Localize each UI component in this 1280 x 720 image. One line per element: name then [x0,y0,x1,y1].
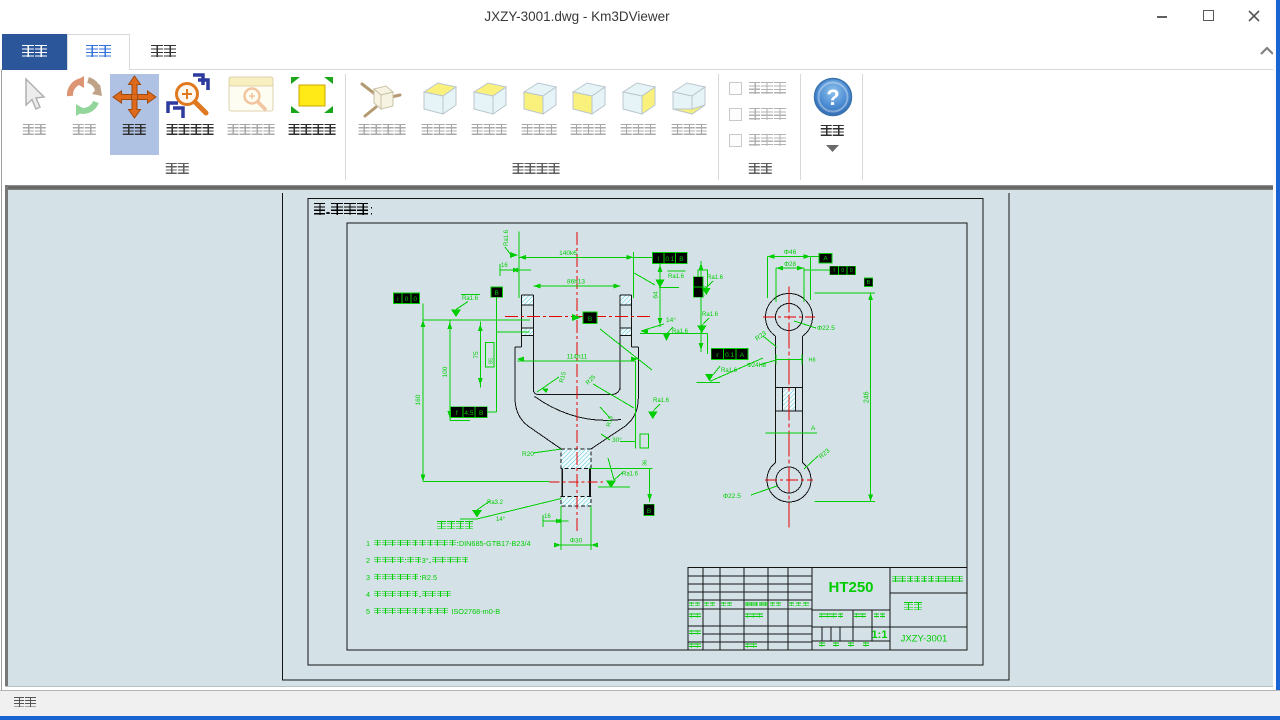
svg-text:R23: R23 [818,447,832,460]
svg-text:Ra1.6: Ra1.6 [504,229,510,246]
svg-text:1:1: 1:1 [872,629,888,641]
svg-text:Φ30: Φ30 [570,538,583,545]
svg-text:Ra1.6: Ra1.6 [653,398,670,404]
svg-text:l: l [658,256,660,263]
svg-text:r: r [716,352,719,359]
svg-text:0: 0 [413,296,417,303]
svg-text:Ra1.6: Ra1.6 [462,296,479,302]
svg-text:?: ? [826,85,839,110]
svg-text:64: 64 [701,291,707,297]
svg-text:16: 16 [544,514,551,520]
svg-text:64: 64 [653,291,660,299]
svg-text:0: 0 [405,296,409,303]
svg-text:B: B [479,410,483,417]
svg-text:B: B [647,508,651,515]
svg-text:0.1: 0.1 [665,256,674,263]
svg-text:0.1: 0.1 [725,352,734,359]
svg-text:f: f [456,410,458,417]
svg-text:HT250: HT250 [828,579,873,596]
svg-text:Φ22.5: Φ22.5 [817,325,835,332]
svg-text:100: 100 [442,366,449,377]
svg-text:H8: H8 [809,358,816,364]
svg-text:Ra1.6: Ra1.6 [702,312,719,318]
svg-text:85: 85 [489,358,495,364]
svg-text:B: B [679,256,683,263]
svg-text:75: 75 [473,351,480,359]
svg-text:160: 160 [415,394,422,405]
svg-text:Ra1.6: Ra1.6 [707,275,724,281]
svg-text:Ra3.2: Ra3.2 [487,500,504,506]
svg-text:Φ22.5: Φ22.5 [723,493,741,500]
svg-text:i: i [397,296,398,303]
svg-text:B: B [495,290,499,297]
svg-text:R20: R20 [522,451,534,458]
svg-text:Φ46: Φ46 [784,249,797,256]
svg-text:114h11: 114h11 [567,354,588,361]
svg-text:14°: 14° [496,517,506,523]
svg-text:A: A [823,256,828,263]
svg-text:Ra1.6: Ra1.6 [672,329,689,335]
svg-text:Ra1.6: Ra1.6 [721,368,738,374]
svg-text:140k6: 140k6 [559,250,577,257]
svg-text:Φ24H8: Φ24H8 [747,363,767,369]
svg-text:Φ28: Φ28 [784,261,796,268]
svg-text:JXZY-3001: JXZY-3001 [901,634,948,645]
svg-text:86h13: 86h13 [567,279,585,286]
svg-text:14°: 14° [666,316,676,324]
svg-text:R15: R15 [606,415,615,428]
svg-text:0: 0 [850,268,853,274]
svg-text:16: 16 [501,263,508,269]
svg-text:A: A [811,425,816,432]
svg-text:A: A [740,352,745,359]
svg-text:R23: R23 [754,330,768,343]
svg-text:4.5: 4.5 [464,410,473,417]
svg-text:B: B [867,280,871,286]
svg-text:36: 36 [643,460,649,466]
svg-text:R25: R25 [585,374,597,386]
svg-text:0: 0 [841,268,844,274]
svg-text:B: B [588,316,592,323]
svg-text:30°: 30° [612,436,622,444]
svg-text:f: f [833,268,835,274]
svg-text:R15: R15 [559,371,568,384]
svg-text:Ra1.6: Ra1.6 [622,472,639,478]
svg-text:Ra1.6: Ra1.6 [668,274,685,280]
svg-text:246: 246 [864,391,871,403]
